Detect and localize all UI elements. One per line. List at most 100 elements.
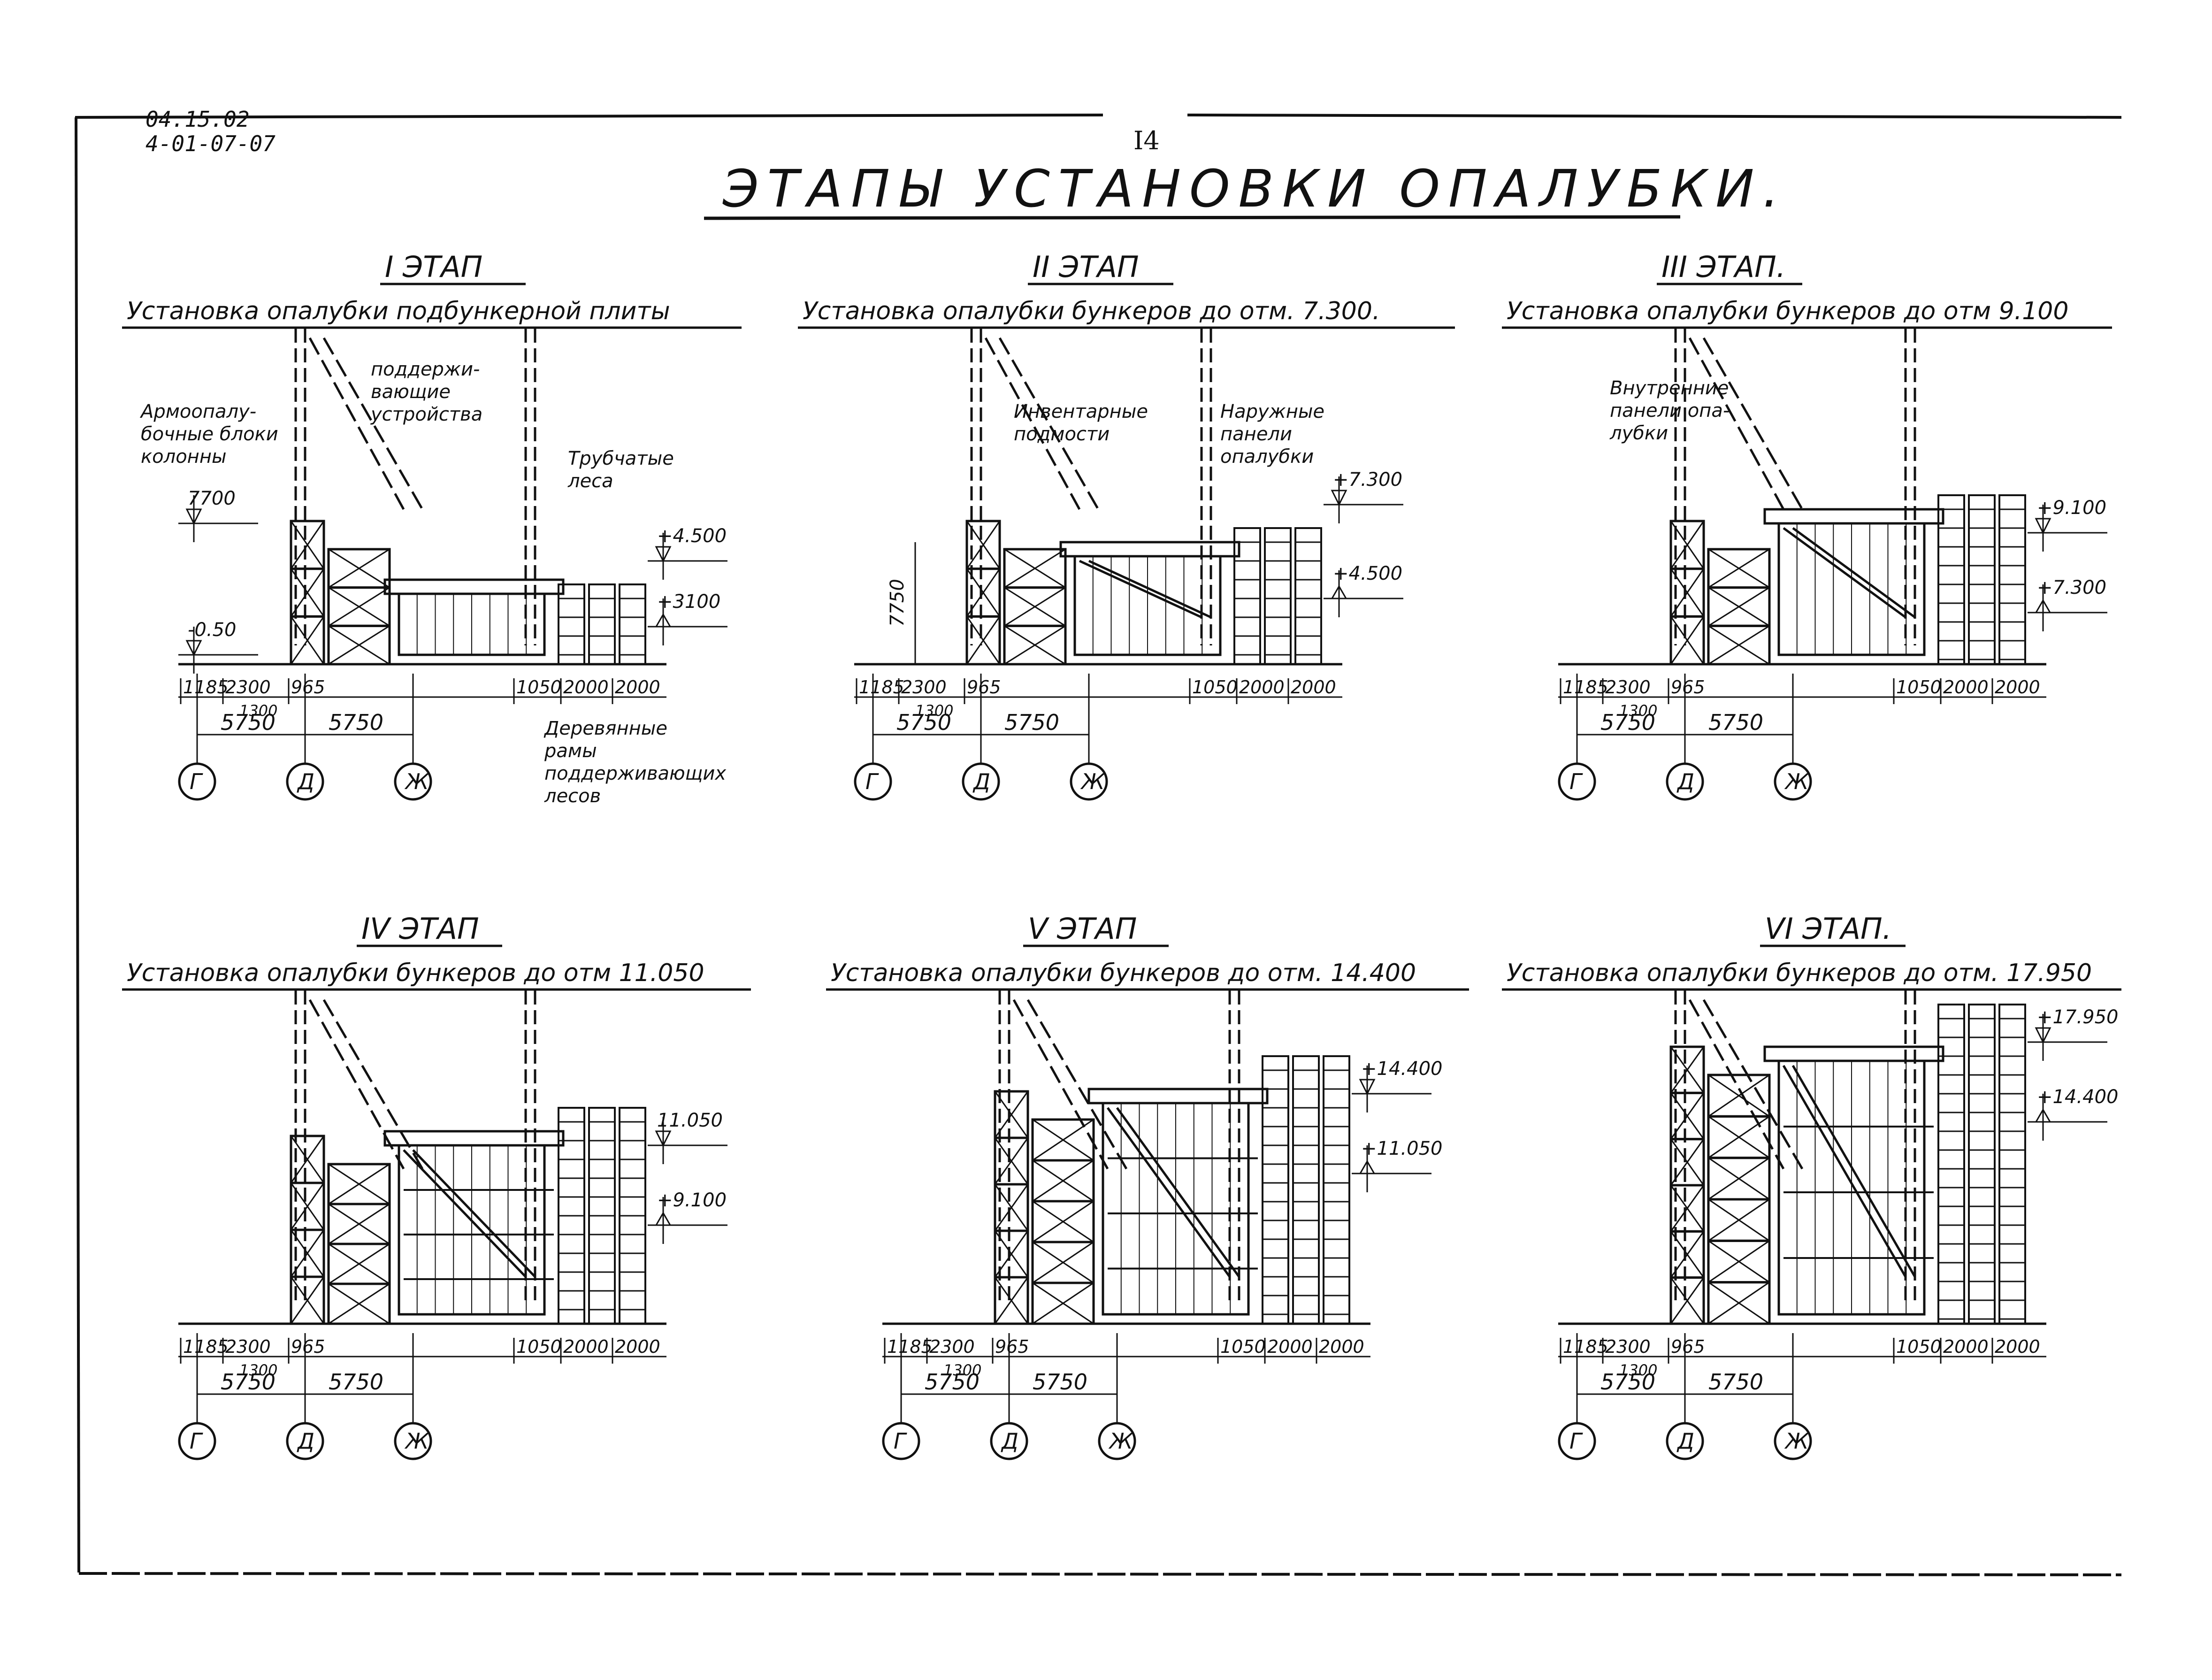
scaffold-frame <box>1707 1281 1771 1325</box>
scaffold-brace <box>966 568 1001 617</box>
dimension-value: 965 <box>291 1336 325 1357</box>
axis-bubble <box>394 762 432 801</box>
scaffold-brace <box>1032 1241 1094 1284</box>
callout-line: подмости <box>1014 423 1110 445</box>
scaffold-brace <box>1004 625 1066 665</box>
stage-subtitle: Установка опалубки подбункерной плиты <box>127 297 670 325</box>
stage-subtitle: Установка опалубки бункеров до отм 11.05… <box>127 959 704 987</box>
axis-label: Г <box>1569 1428 1583 1454</box>
scaffold-frame <box>994 1276 1029 1325</box>
scaffold-brace <box>994 1137 1029 1185</box>
bunker-slab <box>1763 508 1944 525</box>
axis-label: Ж <box>1784 1428 1810 1454</box>
elevation-label: +7.300 <box>1333 469 1402 491</box>
dimension-value: 2300 <box>929 1336 975 1357</box>
axis-label: Г <box>190 1428 203 1454</box>
scaffold-brace <box>1004 587 1066 627</box>
bunker-slab <box>383 1130 565 1147</box>
tube-scaffold-bay <box>558 583 585 665</box>
inner-panel <box>1106 1107 1231 1278</box>
scaffold-brace <box>1708 1157 1770 1200</box>
dimension-value: 965 <box>995 1336 1029 1357</box>
axis-label: Ж <box>1080 769 1106 794</box>
callout-line: поддерживающих <box>544 763 726 784</box>
dimension-value: 1300 <box>239 1361 277 1379</box>
callout-line: опалубки <box>1220 446 1314 468</box>
elevation-label: +3100 <box>657 591 720 613</box>
scaffold-brace <box>290 616 325 665</box>
inner-panel <box>1079 560 1202 619</box>
crane-boom <box>1026 999 1128 1170</box>
scaffold-brace <box>1032 1282 1094 1325</box>
elevation-label: +14.400 <box>2037 1086 2118 1108</box>
scaffold-frame <box>1707 624 1771 666</box>
axis-label: Д <box>1676 769 1694 794</box>
dimension-value: 1300 <box>1619 1361 1657 1379</box>
axis-label: Д <box>297 769 314 794</box>
crane-boom <box>1702 999 1804 1170</box>
axis-bubble <box>394 1422 432 1460</box>
axis-label: Ж <box>1784 769 1810 794</box>
elevation-label: 7700 <box>188 488 236 509</box>
dimension-value: 2000 <box>1267 1336 1313 1357</box>
crane-boom <box>1688 999 1785 1170</box>
tube-scaffold-bay <box>619 583 646 665</box>
scaffold-brace <box>328 1283 390 1325</box>
scaffold-brace <box>1670 1046 1705 1094</box>
dimension-value: 2000 <box>563 677 609 698</box>
axis-label: Ж <box>1108 1428 1134 1454</box>
callout-line: Деревянные <box>543 718 667 739</box>
scaffold-brace <box>966 521 1001 569</box>
scaffold-brace <box>1032 1159 1094 1202</box>
dimension-value: 2300 <box>1605 677 1651 698</box>
crane-boom <box>322 337 424 510</box>
axis-bubble <box>1774 1422 1812 1460</box>
tube-scaffold-bay <box>1233 527 1261 665</box>
callout-line: Инвентарные <box>1014 401 1148 422</box>
callout-line: лубки <box>1609 422 1668 444</box>
elevation-label: +14.400 <box>1361 1058 1442 1080</box>
bunker-slab <box>1059 541 1240 558</box>
dimension-value: 5750 <box>329 710 383 735</box>
tube-scaffold-bay <box>1262 1055 1289 1325</box>
dimension-value: 1185 <box>183 677 229 698</box>
stage-3: III ЭТАП.Установка опалубки бункеров до … <box>1502 250 2112 801</box>
scaffold-brace <box>1670 1277 1705 1324</box>
scaffold-brace <box>1670 1092 1705 1140</box>
stage-title: VI ЭТАП. <box>1765 912 1891 946</box>
dimension-value: 2300 <box>225 1336 271 1357</box>
scaffold-frame <box>290 615 325 666</box>
scaffold-brace <box>994 1184 1029 1231</box>
tube-scaffold-bay <box>1998 1004 2026 1325</box>
tube-scaffold-bay <box>1968 494 1996 665</box>
scaffold-brace <box>290 521 325 569</box>
dimension-value: 2000 <box>1943 677 1989 698</box>
dimension-value: 5750 <box>896 710 951 735</box>
dimension-value: 1050 <box>1896 1336 1942 1357</box>
inner-panel <box>1792 527 1916 619</box>
inner-panel <box>412 1149 536 1278</box>
dimension-value: 2300 <box>1605 1336 1651 1357</box>
stages-layer: I ЭТАП Установка опалубки подбункерной пл… <box>122 250 2121 1460</box>
dimension-value: 1050 <box>1192 677 1238 698</box>
dimension-value: 5750 <box>925 1369 980 1395</box>
stage-title: I ЭТАП <box>385 250 482 284</box>
scaffold-frame <box>327 1282 391 1325</box>
main-title: ЭТАПЫ УСТАНОВКИ ОПАЛУБКИ. <box>722 159 1787 219</box>
scaffold-brace <box>1004 548 1066 588</box>
dimension-value: 1185 <box>183 1336 229 1357</box>
axis-bubble <box>1070 762 1108 801</box>
stage-title: V ЭТАП <box>1028 912 1137 946</box>
axis-bubble <box>286 1422 324 1460</box>
axis-bubble <box>178 762 216 801</box>
dimension-value: 2000 <box>1943 1336 1989 1357</box>
dimension-value: 5750 <box>1708 1369 1763 1395</box>
elevation-label: +11.050 <box>1361 1138 1442 1159</box>
scaffold-frame <box>965 615 1001 666</box>
crane-boom <box>1702 337 1804 510</box>
dimension-value: 1185 <box>887 1336 933 1357</box>
